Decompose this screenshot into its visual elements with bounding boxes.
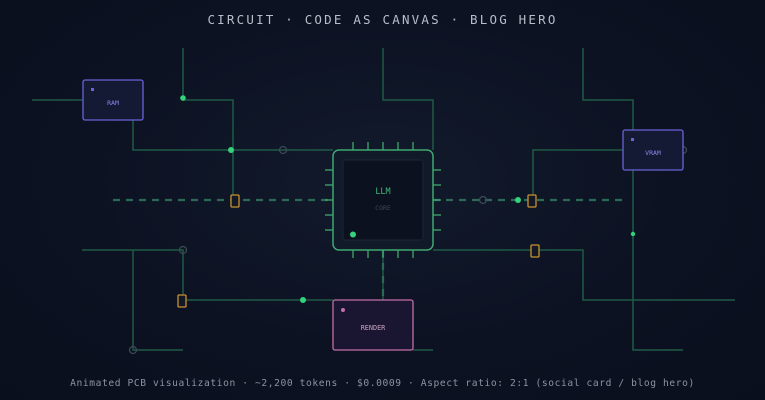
cpu-label: LLM	[375, 187, 390, 197]
signal-node	[300, 297, 306, 303]
cpu-chip: LLM CORE	[332, 149, 434, 251]
signal-node	[630, 231, 636, 237]
render-label: RENDER	[361, 324, 386, 332]
page-title: CIRCUIT · CODE AS CANVAS · BLOG HERO	[207, 12, 558, 27]
ram-chip: RAM	[82, 79, 144, 121]
via	[478, 195, 488, 205]
resistor	[530, 244, 540, 258]
cpu-indicator-led	[350, 231, 356, 238]
ram-label: RAM	[107, 99, 119, 107]
signal-node	[180, 95, 186, 101]
cpu-pins	[325, 142, 441, 258]
render-chip: RENDER	[332, 299, 414, 351]
resistor	[527, 194, 537, 208]
vram-chip: VRAM	[622, 129, 684, 171]
footer-caption: Animated PCB visualization · ~2,200 toke…	[70, 378, 695, 389]
resistors	[177, 194, 540, 308]
signal-nodes	[180, 95, 636, 303]
pcb-traces	[32, 48, 735, 351]
resistor	[230, 194, 240, 208]
resistor	[177, 294, 187, 308]
signal-node	[228, 147, 234, 153]
via	[278, 145, 288, 155]
cpu-sublabel: CORE	[375, 204, 391, 212]
via	[178, 245, 188, 255]
vram-label: VRAM	[645, 149, 661, 157]
signal-node	[515, 197, 521, 203]
via	[128, 345, 138, 355]
